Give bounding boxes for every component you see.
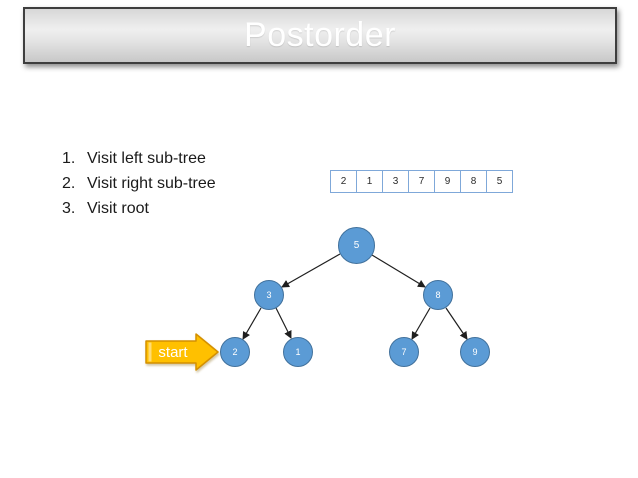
array-cell: 8 [460,170,487,193]
tree-edge [242,307,262,340]
tree-node-7: 7 [389,337,419,367]
step-text: Visit right sub-tree [87,175,216,192]
step-number: 3. [62,200,76,217]
step-number: 1. [62,150,76,167]
tree-edge [275,307,292,339]
start-arrow: start [144,332,222,374]
tree-node-8: 8 [423,280,453,310]
tree-node-9: 9 [460,337,490,367]
step-text: Visit left sub-tree [87,150,206,167]
array-cell: 1 [356,170,383,193]
step-text: Visit root [87,200,149,217]
tree-edge [411,307,431,340]
tree-edge [371,254,426,288]
tree-node-5: 5 [338,227,375,264]
tree-edge [281,253,341,288]
array-cell: 9 [434,170,461,193]
array-cell: 5 [486,170,513,193]
step-number: 2. [62,175,76,192]
tree-node-3: 3 [254,280,284,310]
list-item: 1. Visit left sub-tree [62,150,216,175]
list-item: 3. Visit root [62,200,216,225]
output-array: 2 1 3 7 9 8 5 [330,170,513,193]
start-arrow-shape [145,333,219,371]
array-cell: 3 [382,170,409,193]
steps-list: 1. Visit left sub-tree 2. Visit right su… [62,150,216,225]
page-title: Postorder [244,16,396,54]
title-banner: Postorder [23,7,617,64]
array-cell: 2 [330,170,357,193]
start-arrow-label: start [158,343,188,361]
array-cell: 7 [408,170,435,193]
tree-node-2: 2 [220,337,250,367]
tree-edge [445,307,468,340]
list-item: 2. Visit right sub-tree [62,175,216,200]
tree-node-1: 1 [283,337,313,367]
